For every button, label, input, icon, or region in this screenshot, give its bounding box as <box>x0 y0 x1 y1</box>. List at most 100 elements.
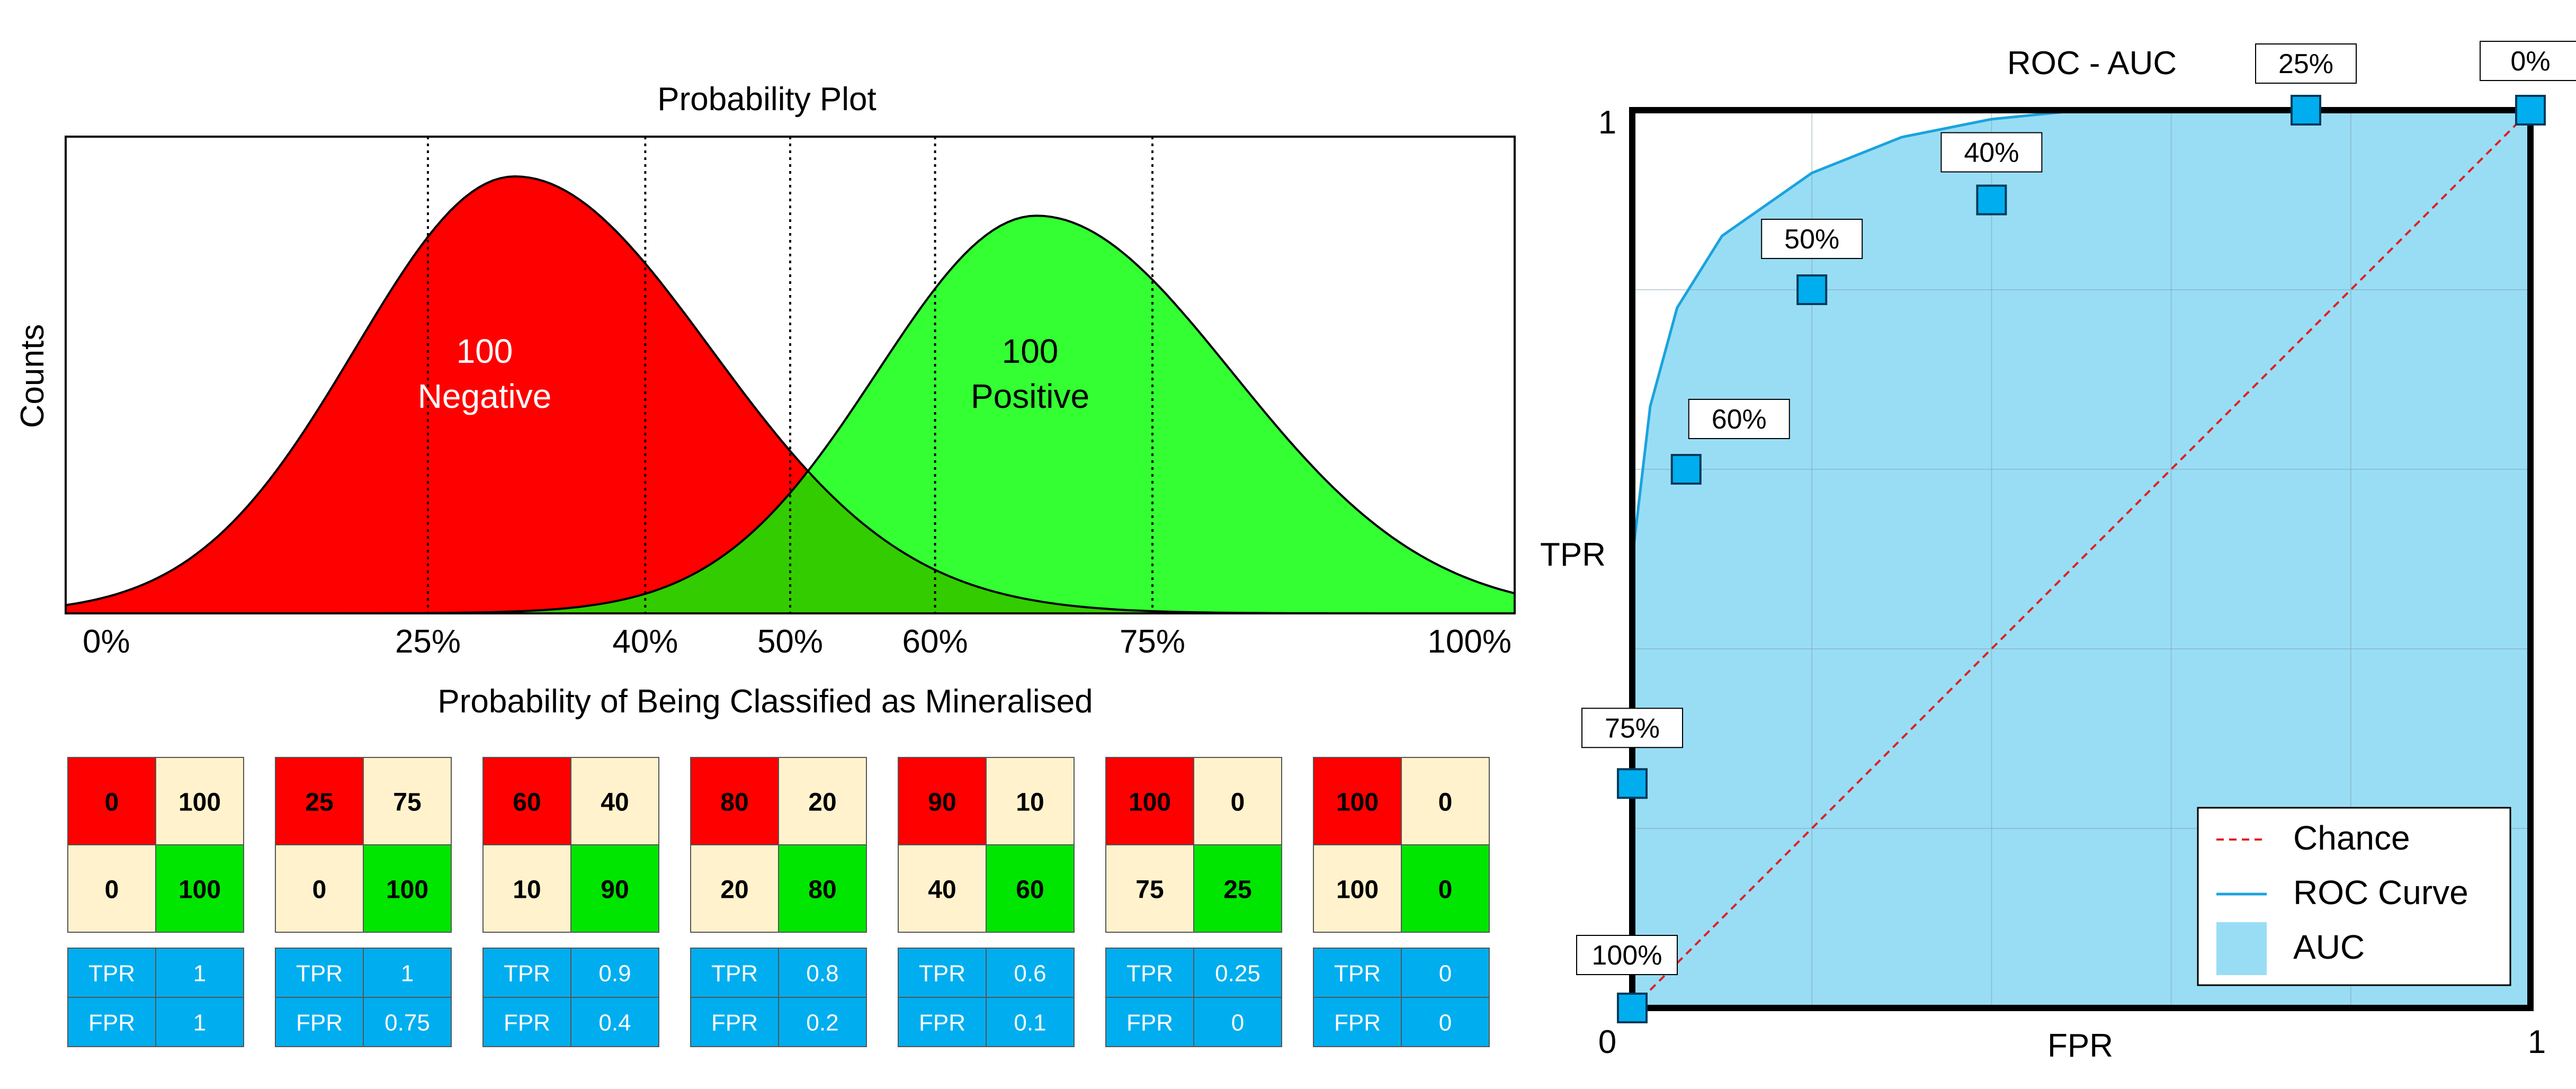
rate-value-cell <box>155 948 244 998</box>
matrix-cell-value: 60 <box>513 789 541 817</box>
rate-label-cell <box>482 997 571 1047</box>
matrix-cell-value: 25 <box>305 789 333 817</box>
threshold-label-box <box>1940 132 2043 173</box>
rate-value-cell <box>1193 997 1282 1047</box>
matrix-cell-value: 100 <box>1336 789 1379 817</box>
matrix-cell <box>986 844 1075 933</box>
matrix-cell <box>1401 844 1490 933</box>
x-tick-label: 100% <box>1427 623 1511 660</box>
x-tick-labels: 0%25%40%50%60%75%100% <box>83 623 1511 660</box>
matrix-cell <box>1313 757 1402 845</box>
roc-x-tick-0: 0 <box>1598 1024 1616 1060</box>
rate-value-cell <box>363 948 452 998</box>
x-tick-label: 40% <box>612 623 678 660</box>
rate-label-cell <box>67 948 156 998</box>
rate-label: TPR <box>88 961 135 987</box>
roc-point <box>2515 95 2546 126</box>
matrix-cell-value: 20 <box>808 789 836 817</box>
matrix-cell-value: 0 <box>1438 876 1453 904</box>
matrix-cell <box>67 844 156 933</box>
rate-label-cell <box>275 997 364 1047</box>
matrix-cell <box>275 844 364 933</box>
matrix-cell <box>1193 844 1282 933</box>
matrix-cell-value: 40 <box>928 876 956 904</box>
roc-x-tick-1: 1 <box>2528 1024 2546 1060</box>
rate-label: TPR <box>296 961 343 987</box>
threshold-label: 50% <box>1784 224 1839 255</box>
rate-label: TPR <box>919 961 965 987</box>
matrix-cell <box>482 844 571 933</box>
roc-point <box>1617 993 1648 1023</box>
matrix-cell-value: 60 <box>1016 876 1044 904</box>
positive-distribution <box>66 216 1515 613</box>
rate-value-cell <box>986 948 1075 998</box>
threshold-label-box <box>1761 219 1863 259</box>
rate-label: FPR <box>1126 1010 1173 1036</box>
x-tick-label: 75% <box>1120 623 1185 660</box>
roc-title: ROC - AUC <box>2007 45 2177 82</box>
matrix-cell-value: 90 <box>928 789 956 817</box>
threshold-label: 60% <box>1712 404 1767 435</box>
matrix-cell <box>1105 844 1194 933</box>
threshold-label: 0% <box>2510 46 2550 77</box>
rate-value-cell <box>778 948 867 998</box>
matrix-cell-value: 0 <box>1231 789 1245 817</box>
matrix-cell <box>690 757 779 845</box>
rate-label-cell <box>1105 997 1194 1047</box>
matrix-cell <box>1105 757 1194 845</box>
x-tick-label: 0% <box>83 623 130 660</box>
threshold-label-box <box>2480 41 2576 81</box>
matrix-cell-value: 10 <box>1016 789 1044 817</box>
matrix-cell-value: 0 <box>312 876 327 904</box>
legend-swatch <box>2216 922 2267 975</box>
legend-label: ROC Curve <box>2293 873 2468 912</box>
matrix-cell-value: 100 <box>386 876 428 904</box>
rate-label-cell <box>1105 948 1194 998</box>
threshold-label-box <box>2255 43 2357 84</box>
legend-label: AUC <box>2293 928 2365 966</box>
matrix-cell <box>67 757 156 845</box>
matrix-cell-value: 75 <box>1135 876 1164 904</box>
threshold-label-box <box>1688 399 1790 439</box>
roc-frame <box>1629 107 2534 1011</box>
matrix-cell <box>155 844 244 933</box>
rate-value: 1 <box>193 961 206 987</box>
rate-label: FPR <box>296 1010 343 1036</box>
positive-class-label: Positive <box>971 377 1089 415</box>
matrix-cell <box>1401 757 1490 845</box>
threshold-label: 40% <box>1964 138 2019 168</box>
matrix-cell <box>482 757 571 845</box>
rate-label: FPR <box>711 1010 758 1036</box>
rate-value-cell <box>1193 948 1282 998</box>
matrix-cell-value: 100 <box>1336 876 1379 904</box>
rate-value-cell <box>570 997 659 1047</box>
matrix-cell-value: 80 <box>720 789 748 817</box>
roc-point <box>1976 184 2007 216</box>
rate-label-cell <box>67 997 156 1047</box>
rate-value: 0.9 <box>598 961 631 987</box>
rate-value-cell <box>778 997 867 1047</box>
matrix-cell <box>363 757 452 845</box>
matrix-cell-value: 90 <box>601 876 629 904</box>
probability-plot-title: Probability Plot <box>657 81 876 118</box>
rate-value: 0.1 <box>1014 1010 1046 1036</box>
rate-label-cell <box>1313 948 1402 998</box>
rate-label: FPR <box>504 1010 550 1036</box>
rate-value: 0 <box>1439 961 1452 987</box>
matrix-cell-value: 0 <box>105 876 119 904</box>
roc-point <box>1796 274 1828 305</box>
rate-value: 0.25 <box>1215 961 1260 987</box>
matrix-cell-value: 100 <box>1129 789 1171 817</box>
matrix-cell-value: 100 <box>178 876 221 904</box>
rate-label: TPR <box>504 961 550 987</box>
rate-value-cell <box>155 997 244 1047</box>
rate-value-cell <box>1401 997 1490 1047</box>
threshold-label: 25% <box>2278 49 2333 79</box>
